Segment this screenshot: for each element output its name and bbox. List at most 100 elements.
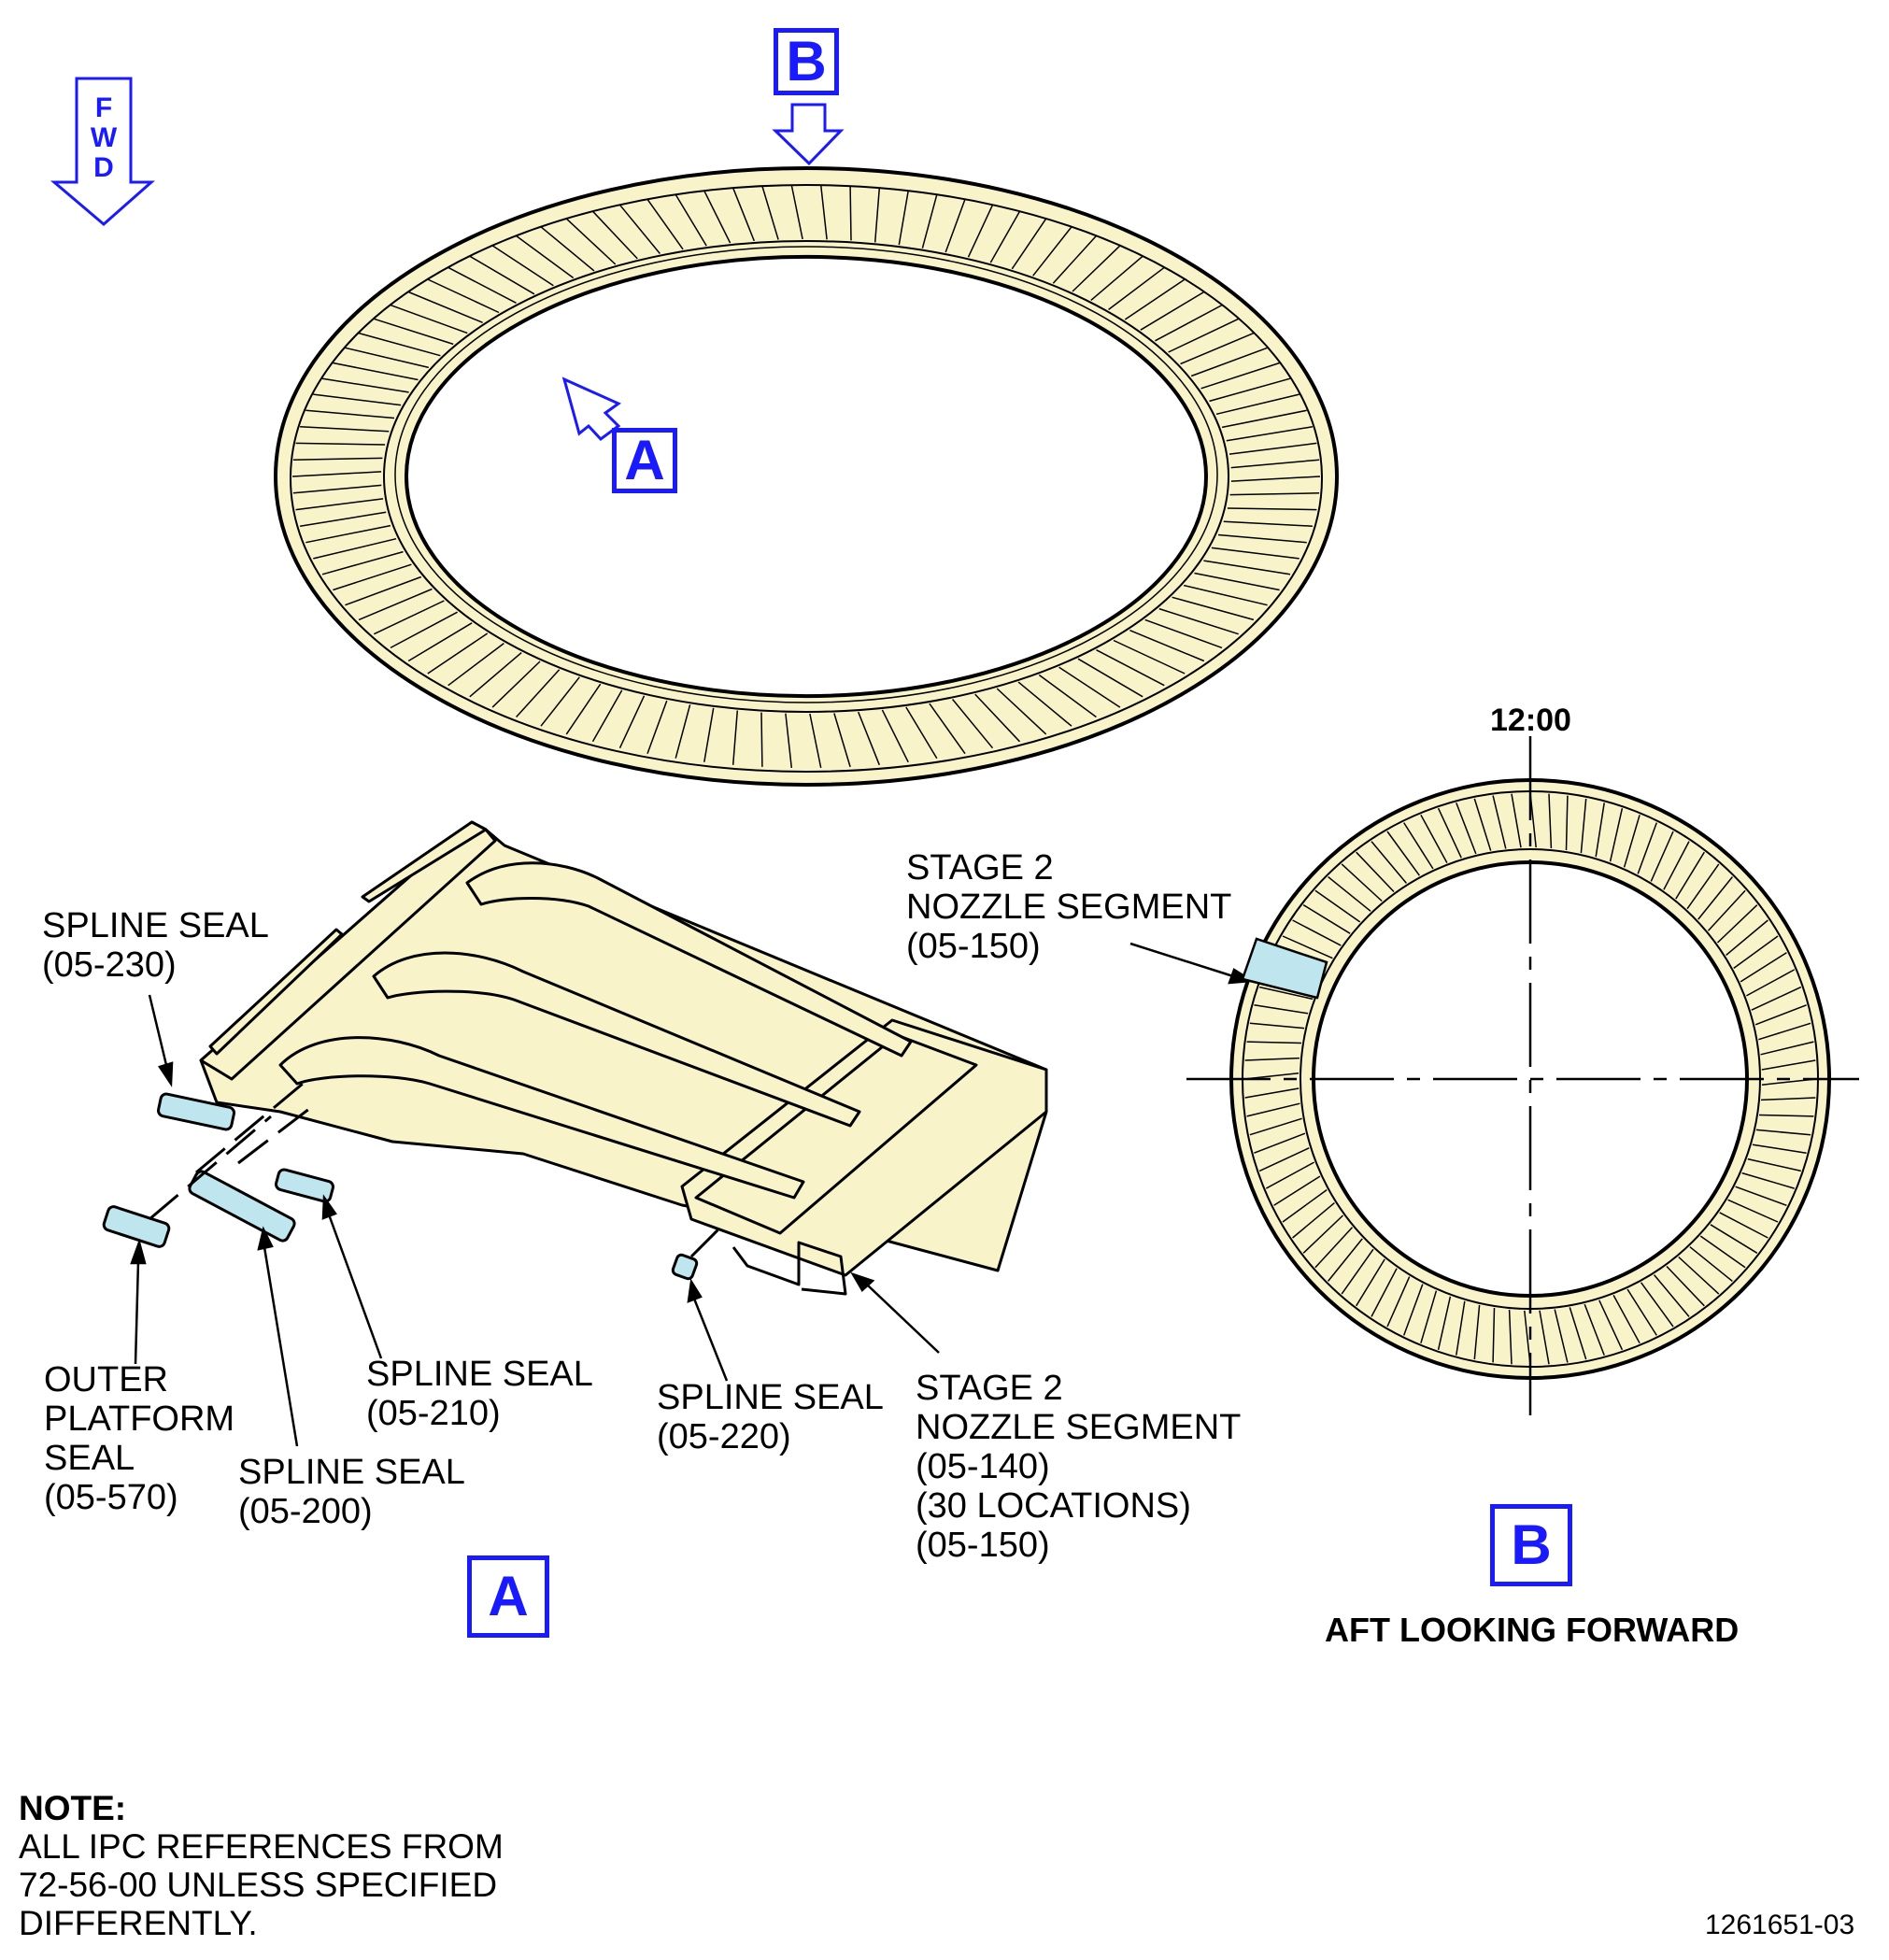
vane-line [1230, 476, 1321, 482]
vane-line [618, 204, 660, 254]
vane-line [1539, 1310, 1550, 1365]
vane-line [1473, 798, 1492, 851]
vane-line [1751, 986, 1802, 1011]
vane-line [469, 652, 522, 698]
vane-line [1511, 793, 1522, 848]
callout-line: (05-220) [657, 1417, 791, 1456]
vane-line [1038, 674, 1097, 718]
vane-line [1747, 1158, 1801, 1172]
highlighted-nozzle-segment [1241, 937, 1328, 1000]
vane-line [1155, 304, 1223, 342]
vane-line [1758, 1114, 1814, 1117]
vane-line [1760, 1041, 1814, 1056]
vane-line [1328, 1238, 1363, 1282]
vane-line [1666, 1265, 1705, 1307]
vane-line [1246, 1102, 1300, 1117]
vane-line [1229, 492, 1320, 496]
callout-line: SPLINE SEAL [42, 906, 269, 945]
ring-inner-band-2 [394, 246, 1218, 703]
vane-line [1200, 362, 1280, 390]
vane-line [1230, 459, 1320, 469]
spline-seal-05-210 [275, 1168, 334, 1203]
vane-line [1569, 1307, 1587, 1360]
vane-line [1314, 1227, 1354, 1269]
ring-vanes [291, 184, 1321, 769]
vane-line [491, 660, 541, 708]
vane-line [292, 484, 382, 494]
vane-line [305, 409, 395, 419]
vane-line [1140, 291, 1205, 331]
view-b-arrow-icon [772, 103, 845, 166]
vane-line [1072, 245, 1121, 292]
callout-line: (05-210) [366, 1394, 501, 1433]
callout-spline-seal-05-200: SPLINE SEAL (05-200) [238, 1453, 465, 1531]
vane-line [1194, 572, 1280, 591]
vane-line [833, 713, 851, 768]
vane-line [333, 362, 419, 381]
callout-line: OUTER [44, 1360, 168, 1399]
vane-line [1203, 560, 1291, 575]
vane-line [1328, 876, 1371, 912]
vane-line [1554, 1309, 1569, 1363]
vane-line [1697, 876, 1733, 920]
vane-line [1158, 607, 1239, 635]
vane-line [1077, 658, 1143, 698]
callout-line: STAGE 2 [906, 848, 1054, 888]
vane-line [1689, 1246, 1733, 1282]
vane-line [1612, 1295, 1640, 1344]
vane-line [1096, 649, 1165, 687]
vane-line [1595, 802, 1605, 858]
vane-line [1650, 831, 1674, 882]
vane-line [1740, 952, 1787, 983]
vane-line [313, 393, 402, 406]
vane-line [540, 676, 580, 727]
fwd-letter-d: D [93, 152, 114, 183]
vane-line [1437, 1296, 1452, 1350]
vane-line [427, 278, 500, 314]
vane-line [1273, 1175, 1321, 1206]
vane-line [1292, 1202, 1335, 1239]
vane-line [313, 537, 397, 560]
vane-line [407, 291, 483, 323]
nozzle-ring-isometric [273, 166, 1340, 787]
vane-line [1726, 919, 1768, 956]
vane-line [1258, 1147, 1310, 1172]
vane-line [1420, 1290, 1438, 1343]
callout-outer-platform-seal: OUTER PLATFORM SEAL (05-570) [44, 1360, 234, 1517]
vane-line [1223, 520, 1313, 527]
view-b-caption: AFT LOOKING FORWARD [1325, 1611, 1740, 1649]
vane-line [469, 255, 535, 295]
vane-line [1752, 1143, 1807, 1154]
vane-line [1609, 808, 1624, 862]
view-a-arrow-icon [561, 376, 621, 442]
vane-line [1226, 426, 1314, 442]
vane-line [1755, 1129, 1811, 1136]
clock-12-label: 12:00 [1490, 703, 1571, 738]
vane-line [1699, 1235, 1746, 1269]
vane-line [291, 471, 382, 477]
vane-line [591, 689, 623, 743]
vane-line [1209, 377, 1291, 403]
vane-line [1032, 226, 1072, 277]
vane-line [407, 622, 473, 662]
vane-line [345, 347, 429, 369]
callout-line: (05-150) [916, 1526, 1050, 1565]
vane-line [1733, 935, 1779, 970]
vane-line [591, 210, 638, 260]
vane-line [447, 266, 517, 304]
vane-line [790, 184, 803, 240]
callout-line: (05-150) [906, 927, 1041, 966]
vane-line [1675, 851, 1705, 900]
nozzle-segment-detail [102, 820, 1048, 1296]
vane-line [1492, 795, 1507, 849]
figure-number: 1261651-03 [1705, 1910, 1855, 1940]
spline-seal-05-230 [156, 1092, 236, 1131]
vane-line [1356, 1258, 1385, 1307]
vane-line [1244, 1087, 1300, 1099]
callout-line: SEAL [44, 1439, 135, 1478]
vane-line [345, 575, 422, 606]
vane-line [358, 588, 433, 621]
vane-line [321, 377, 409, 393]
vane-line [1217, 533, 1307, 544]
vane-line [974, 693, 1021, 743]
